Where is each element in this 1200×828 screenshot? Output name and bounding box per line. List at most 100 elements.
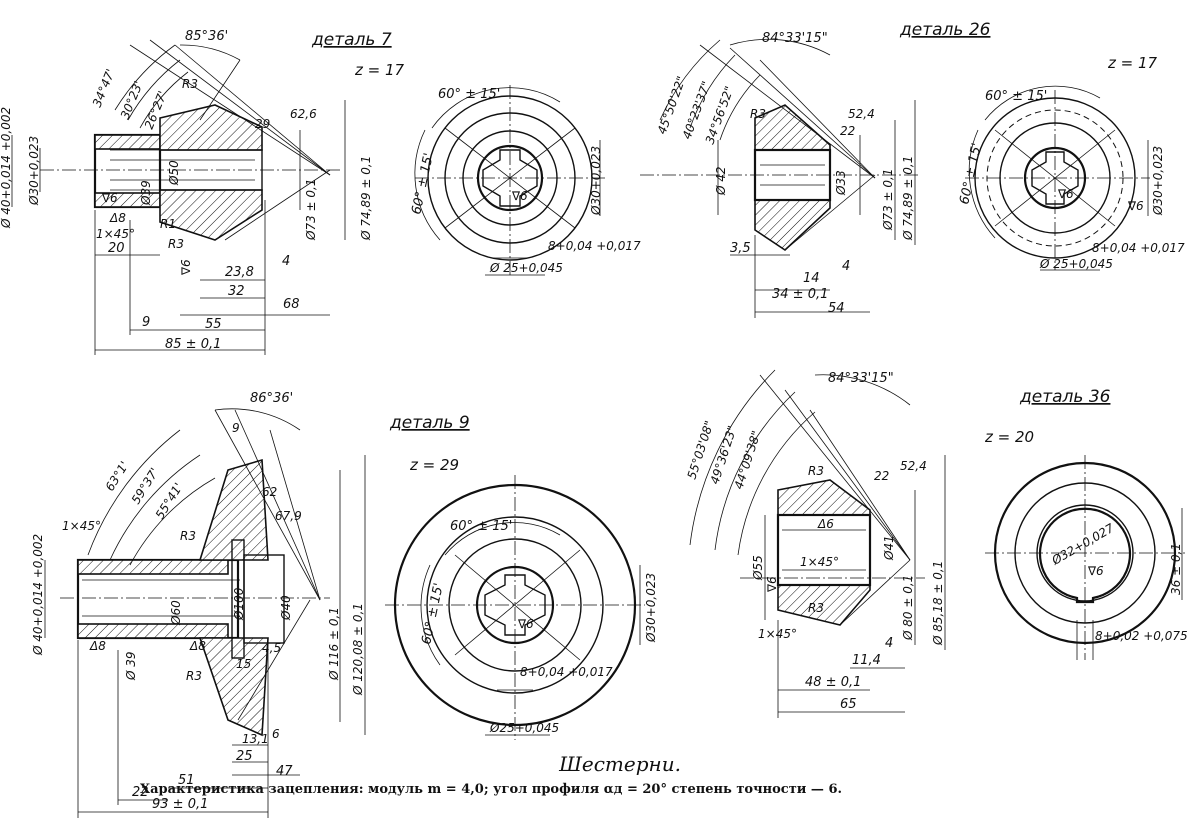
end26-roughness-b: ∇6 — [1127, 199, 1144, 213]
caption: Шестерни. Характеристика зацепления: мод… — [0, 752, 1200, 797]
dim-d39: Ø39 — [139, 180, 153, 206]
dim-55: 55 — [205, 317, 222, 332]
p9-d100: Ø100 — [232, 587, 246, 621]
end26-angle-b: 60° ± 15' — [957, 142, 985, 206]
p26-d22: 22 — [840, 124, 855, 138]
p9-d120: Ø 120,08 ± 0,1 — [351, 603, 365, 696]
part-7-teeth: z = 17 — [354, 61, 405, 79]
p9-d39: Ø 39 — [124, 651, 138, 681]
part-26-end-view: 60° ± 15' 60° ± 15' ∇6 ∇6 Ø30+0,023 8+0,… — [957, 85, 1185, 271]
p36-d52-4: 52,4 — [900, 459, 927, 473]
p26-d4: 4 — [842, 259, 850, 274]
dim-4: 4 — [282, 254, 290, 269]
end9-d25: Ø25+0,045 — [489, 721, 559, 735]
p26-d3-5: 3,5 — [730, 241, 751, 256]
dim-d30: Ø30+0,023 — [27, 136, 41, 206]
part-7-section: деталь 7 z = 17 85°36' 34°47' 30°23' 26°… — [0, 29, 405, 355]
p36-angle-main: 84°33'15" — [828, 371, 894, 386]
p9-angle-1: 63°1' — [103, 459, 132, 494]
caption-title: Шестерни. — [559, 752, 681, 776]
dim-32: 32 — [228, 284, 245, 299]
p36-d80: Ø 80 ± 0,1 — [901, 575, 915, 641]
end36-key: 8+0,02 +0,075 — [1095, 629, 1188, 643]
p9-d62: 62 — [262, 485, 277, 499]
p9-d22: 22 — [132, 785, 149, 800]
dim-angle-1: 34°47' — [90, 67, 118, 109]
roughness-6: ∇6 — [101, 191, 118, 205]
p26-d54: 54 — [828, 301, 845, 316]
p36-r3: R3 — [808, 464, 824, 478]
p9-angle-3: 55°41' — [153, 480, 186, 521]
part-36-section: деталь 36 z = 20 84°33'15" 55°03'08" 49°… — [685, 369, 1111, 718]
p36-d4: 4 — [885, 636, 893, 651]
p9-angle-main: 86°36' — [250, 391, 293, 406]
p36-roughness-b: ∇6 — [765, 576, 779, 593]
p9-d40: Ø 40+0,014 +0,002 — [31, 534, 45, 656]
part-36-teeth: z = 20 — [984, 428, 1034, 446]
p9-d51: 51 — [178, 773, 195, 788]
p36-chamfer: 1×45° — [800, 555, 839, 569]
dim-angle-main: 85°36' — [185, 29, 228, 44]
p36-chamfer-2: 1×45° — [758, 627, 797, 641]
p26-d34: 34 ± 0,1 — [772, 287, 828, 302]
p9-chamfer: 1×45° — [62, 519, 101, 533]
p26-angle-main: 84°33'15" — [762, 31, 828, 46]
p26-d74-89: Ø 74,89 ± 0,1 — [901, 156, 915, 241]
p9-d40b: Ø40 — [279, 595, 293, 621]
part-26-label: деталь 26 — [899, 20, 991, 40]
end7-angle-a: 60° ± 15' — [438, 87, 500, 102]
dim-radius-r1: R1 — [160, 217, 176, 231]
roughness-8: Δ8 — [109, 211, 126, 225]
p26-d73: Ø73 ± 0,1 — [881, 169, 895, 231]
p9-d13-1: 13,1 — [242, 732, 269, 746]
p9-d93: 93 ± 0,1 — [152, 797, 208, 812]
end7-bore: Ø30+0,023 — [589, 146, 603, 216]
dim-d73: Ø73 ± 0,1 — [304, 179, 318, 241]
dim-62-6: 62,6 — [290, 107, 317, 121]
end9-roughness: ∇6 — [517, 617, 534, 631]
p9-d47: 47 — [276, 764, 293, 779]
end36-d36: 36 ± 0,1 — [1169, 543, 1183, 595]
p9-d6: 6 — [272, 727, 280, 741]
part-9-label: деталь 9 — [389, 413, 470, 433]
end36-roughness: ∇6 — [1087, 564, 1104, 578]
p9-d116: Ø 116 ± 0,1 — [327, 607, 341, 681]
p26-d52-4: 52,4 — [848, 107, 875, 121]
end26-roughness: ∇6 — [1057, 187, 1074, 201]
p9-d4-5: 4,5 — [262, 641, 281, 655]
end9-bore: Ø30+0,023 — [644, 573, 658, 643]
end9-angle-b: 60° ± 15' — [419, 582, 447, 646]
dim-d40: Ø 40+0,014 +0,002 — [0, 107, 13, 229]
roughness-6b: ∇6 — [179, 259, 193, 276]
dim-d74-89: Ø 74,89 ± 0,1 — [359, 156, 373, 241]
p36-d22: 22 — [874, 469, 889, 483]
p26-d42: Ø 42 — [714, 166, 728, 196]
p9-d9: 9 — [232, 421, 240, 435]
end36-bore: Ø32+0,027 — [1049, 521, 1117, 568]
dim-29: 29 — [255, 117, 270, 131]
part-36-end-view: Ø32+0,027 ∇6 36 ± 0,1 8+0,02 +0,075 — [985, 455, 1188, 660]
end26-angle-a: 60° ± 15' — [985, 89, 1047, 104]
part-9-teeth: z = 29 — [409, 456, 459, 474]
part-7-label: деталь 7 — [311, 30, 392, 50]
caption-note: Характеристика зацепления: модуль m = 4,… — [140, 782, 843, 797]
dim-23-8: 23,8 — [225, 265, 254, 280]
p9-r3b: R3 — [186, 669, 202, 683]
p9-d15: 15 — [236, 657, 251, 671]
p26-d33: Ø33 — [834, 170, 848, 196]
p26-d14: 14 — [803, 271, 820, 286]
p26-r3: R3 — [750, 107, 766, 121]
end26-key: 8+0,04 +0,017 — [1092, 241, 1185, 255]
end26-bore: Ø30+0,023 — [1151, 146, 1165, 216]
dim-radius-r3: R3 — [182, 77, 198, 91]
p9-d60: Ø60 — [169, 600, 183, 626]
p36-roughness: Δ6 — [817, 517, 834, 531]
dim-angle-2: 30°23' — [118, 79, 146, 121]
end7-roughness: ∇6 — [511, 189, 528, 203]
p36-r3b: R3 — [808, 601, 824, 615]
part-26-teeth: z = 17 — [1107, 54, 1158, 72]
p9-angle-2: 59°37' — [129, 465, 162, 506]
end7-key: 8+0,04 +0,017 — [548, 239, 641, 253]
p36-d65: 65 — [840, 697, 857, 712]
